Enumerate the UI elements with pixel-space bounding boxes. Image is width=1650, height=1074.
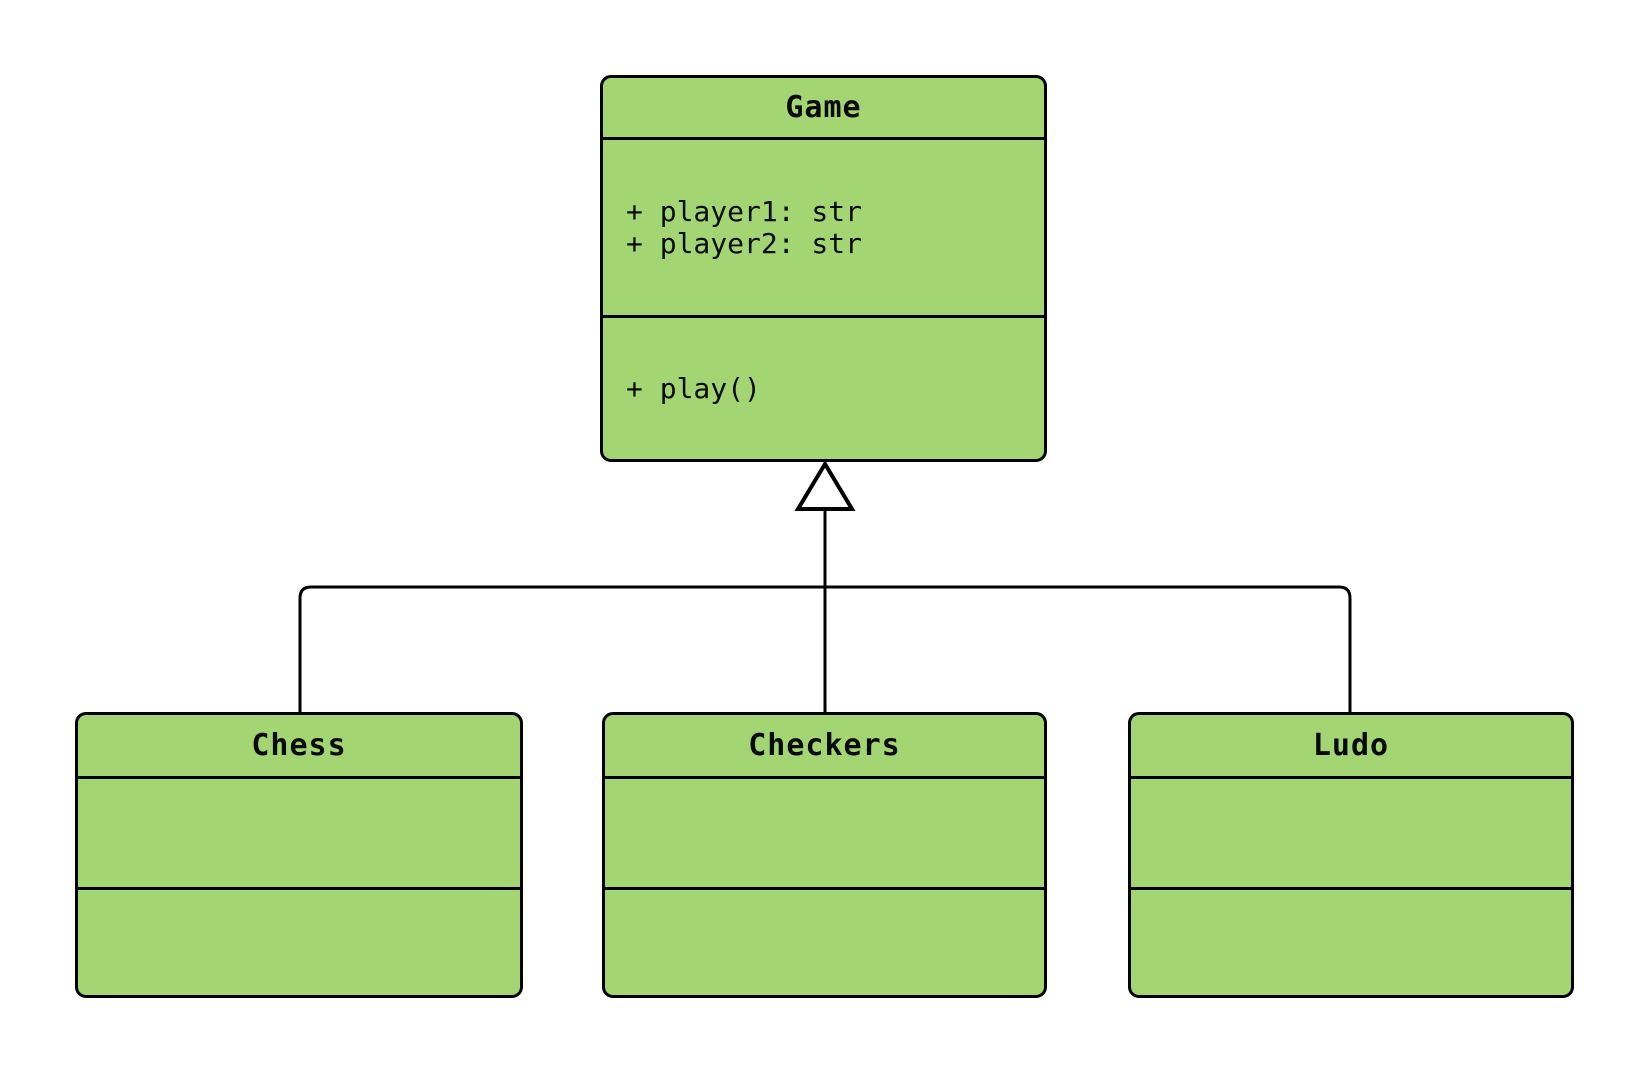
attribute-line: + player1: str xyxy=(626,194,863,228)
inheritance-triangle-icon xyxy=(794,460,856,511)
class-box-game: Game + player1: str + player2: str + pla… xyxy=(600,75,1047,462)
class-box-checkers: Checkers xyxy=(602,712,1047,998)
class-title: Ludo xyxy=(1312,728,1390,763)
class-title: Chess xyxy=(251,728,347,763)
attributes-section xyxy=(1131,776,1571,887)
attribute-line: + player2: str xyxy=(626,226,863,260)
class-title: Game xyxy=(785,90,862,125)
methods-section xyxy=(78,887,520,995)
class-box-chess: Chess xyxy=(75,712,523,998)
method-line: + play() xyxy=(626,371,761,405)
class-title: Checkers xyxy=(748,728,901,763)
methods-section: + play() xyxy=(603,315,1044,459)
attributes-section: + player1: str + player2: str xyxy=(603,137,1044,315)
connector-fork-line xyxy=(298,585,1352,712)
methods-section xyxy=(1131,887,1571,995)
attributes-section xyxy=(605,776,1044,887)
class-box-ludo: Ludo xyxy=(1128,712,1574,998)
attributes-section xyxy=(78,776,520,887)
methods-section xyxy=(605,887,1044,995)
